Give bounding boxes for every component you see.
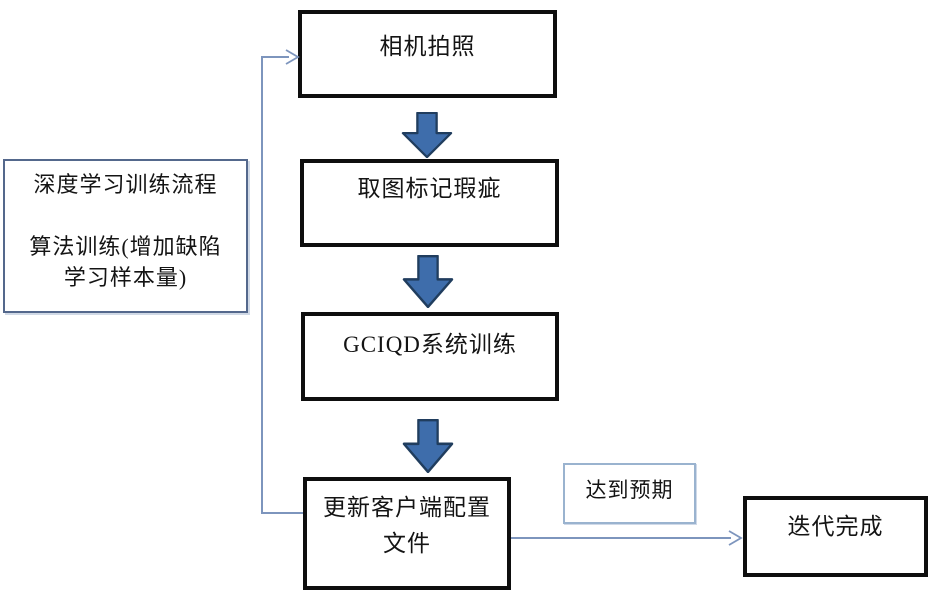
down-arrow-shape bbox=[402, 419, 454, 473]
flow-node-mark-defects: 取图标记瑕疵 bbox=[300, 159, 559, 247]
right-open-arrowhead-icon bbox=[728, 530, 743, 546]
right-open-arrowhead-icon bbox=[285, 49, 300, 65]
feedback-connector-top-segment bbox=[261, 56, 289, 58]
arrowhead-shape bbox=[285, 49, 300, 65]
flow-node-iteration-complete: 迭代完成 bbox=[743, 496, 928, 577]
down-arrow-icon bbox=[402, 255, 454, 308]
flow-node-process-note: 深度学习训练流程 算法训练(增加缺陷 学习样本量) bbox=[3, 159, 248, 313]
feedback-connector-vertical-segment bbox=[261, 56, 263, 514]
down-arrow-shape bbox=[401, 112, 453, 158]
down-arrow-icon bbox=[401, 112, 453, 158]
flow-node-camera-capture: 相机拍照 bbox=[298, 10, 557, 98]
flow-node-system-training: GCIQD系统训练 bbox=[301, 312, 559, 401]
success-connector-line bbox=[511, 537, 731, 539]
flow-node-condition-expectation-met: 达到预期 bbox=[563, 463, 696, 524]
feedback-connector-bottom-segment bbox=[261, 512, 303, 514]
down-arrow-icon bbox=[402, 419, 454, 473]
arrowhead-shape bbox=[728, 530, 743, 546]
down-arrow-shape bbox=[402, 255, 454, 308]
flow-node-update-client-config: 更新客户端配置 文件 bbox=[303, 477, 511, 590]
